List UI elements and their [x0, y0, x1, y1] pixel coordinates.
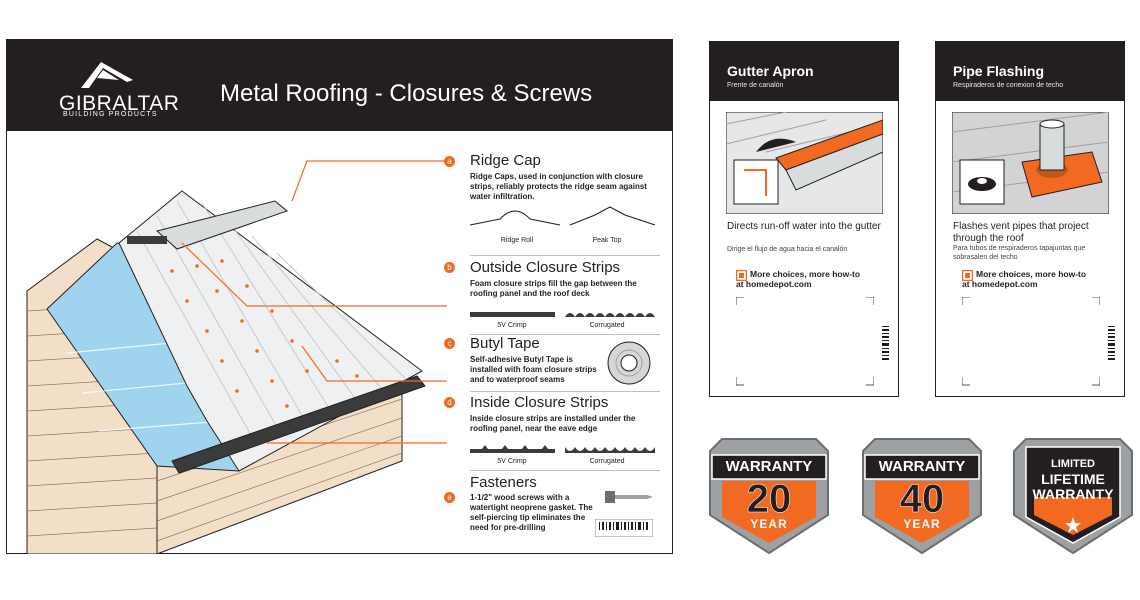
badge-c: c [444, 338, 455, 349]
barcode-icon [1108, 326, 1115, 360]
corrugated-caption: Corrugated [589, 458, 625, 465]
5v-crimp-caption: 5V Crimp [497, 458, 527, 465]
brand-subtitle: BUILDING PRODUCTS [63, 111, 158, 118]
separator [470, 391, 660, 392]
ridge-cap-desc: Ridge Caps, used in conjunction with clo… [470, 172, 647, 201]
shield-icon [1013, 438, 1133, 555]
pipe-flashing-illustration [952, 112, 1109, 214]
promo-line-2: at homedepot.com [962, 279, 1038, 289]
barcode-icon [595, 519, 653, 537]
separator [470, 334, 660, 335]
gutter-apron-illustration [726, 112, 883, 214]
5v-crimp-caption: 5V Crimp [497, 322, 527, 329]
warranty-40-year-badge: WARRANTY 40 YEAR [861, 437, 983, 555]
homedepot-logo-icon [962, 270, 973, 281]
crop-marks-icon [736, 297, 874, 386]
warranty-years: 20 [746, 477, 792, 522]
card-header: Gutter Apron Frente de canalón [710, 42, 898, 101]
promo-line-2: at homedepot.com [736, 279, 812, 289]
warranty-line-1: LIMITED [1051, 458, 1095, 470]
warranty-line-2: LIFETIME [1041, 471, 1105, 487]
warranty-line-3: WARRANTY [1032, 486, 1114, 502]
ridge-cap-profiles-icon [470, 206, 656, 226]
card-subtitle: Frente de canalón [727, 82, 784, 89]
outside-closure-desc: Foam closure strips fill the gap between… [470, 279, 637, 298]
gutter-apron-card: Gutter Apron Frente de canalón Directs r… [709, 41, 899, 397]
ridge-cap-label: Ridge Cap [470, 152, 541, 169]
butyl-tape-desc: Self-adhesive Butyl Tape is installed wi… [470, 355, 597, 384]
roofing-display-board: GIBRALTAR BUILDING PRODUCTS Metal Roofin… [6, 39, 673, 554]
screw-icon [605, 491, 653, 503]
shield-icon [862, 438, 982, 555]
promo-line-1: More choices, more how-to [976, 269, 1087, 279]
roof-illustration [26, 160, 447, 554]
card-text: Flashes vent pipes that project through … [953, 221, 1089, 244]
card-subtitle: Respiraderos de conexion de techo [953, 82, 1064, 89]
card-title: Pipe Flashing [953, 63, 1045, 79]
badge-a: a [444, 156, 455, 167]
board-header: GIBRALTAR BUILDING PRODUCTS Metal Roofin… [7, 40, 672, 131]
gibraltar-logo-icon [81, 62, 133, 88]
warranty-banner: WARRANTY [725, 458, 813, 475]
barcode-icon [882, 326, 889, 360]
butyl-tape-roll-icon [607, 341, 651, 385]
separator [470, 470, 660, 471]
warranty-banner: WARRANTY [878, 458, 966, 475]
warranty-unit: YEAR [750, 517, 788, 531]
card-header: Pipe Flashing Respiraderos de conexion d… [936, 42, 1124, 101]
ridge-roll-caption: Ridge Roll [500, 237, 534, 244]
fasteners-desc: 1-1/2" wood screws with a watertight neo… [470, 493, 593, 532]
homedepot-logo-icon [736, 270, 747, 281]
butyl-tape-label: Butyl Tape [470, 335, 540, 352]
outside-closure-profiles-icon [470, 312, 655, 317]
card-text-spanish: Para tubos de respiraderos tapajuntas qu… [953, 245, 1086, 261]
corrugated-caption: Corrugated [589, 322, 625, 329]
warranty-20-year-badge: WARRANTY 20 YEAR [708, 437, 830, 555]
badge-b: b [444, 262, 455, 273]
outside-closure-label: Outside Closure Strips [470, 259, 621, 276]
pipe-flashing-card: Pipe Flashing Respiraderos de conexion d… [935, 41, 1125, 397]
promo-line-1: More choices, more how-to [750, 269, 861, 279]
limited-lifetime-warranty-badge: LIMITED LIFETIME WARRANTY [1012, 437, 1134, 555]
inside-closure-profiles-icon [470, 445, 655, 453]
warranty-unit: YEAR [903, 517, 941, 531]
board-title: Metal Roofing - Closures & Screws [220, 80, 593, 107]
card-text: Directs run-off water into the gutter [727, 221, 881, 232]
shield-icon [709, 438, 829, 555]
brand-name: GIBRALTAR [59, 92, 180, 115]
fasteners-label: Fasteners [470, 474, 537, 491]
inside-closure-desc: Inside closure strips are installed unde… [470, 414, 636, 433]
badge-d: d [444, 397, 455, 408]
peak-top-caption: Peak Top [592, 237, 622, 244]
crop-marks-icon [962, 297, 1100, 386]
card-title: Gutter Apron [727, 63, 814, 79]
card-text-spanish: Dirige el flujo de agua hacia el canalón [727, 246, 848, 253]
separator [470, 255, 660, 256]
inside-closure-label: Inside Closure Strips [470, 394, 609, 411]
badge-e: e [444, 492, 455, 503]
warranty-years: 40 [899, 477, 945, 522]
